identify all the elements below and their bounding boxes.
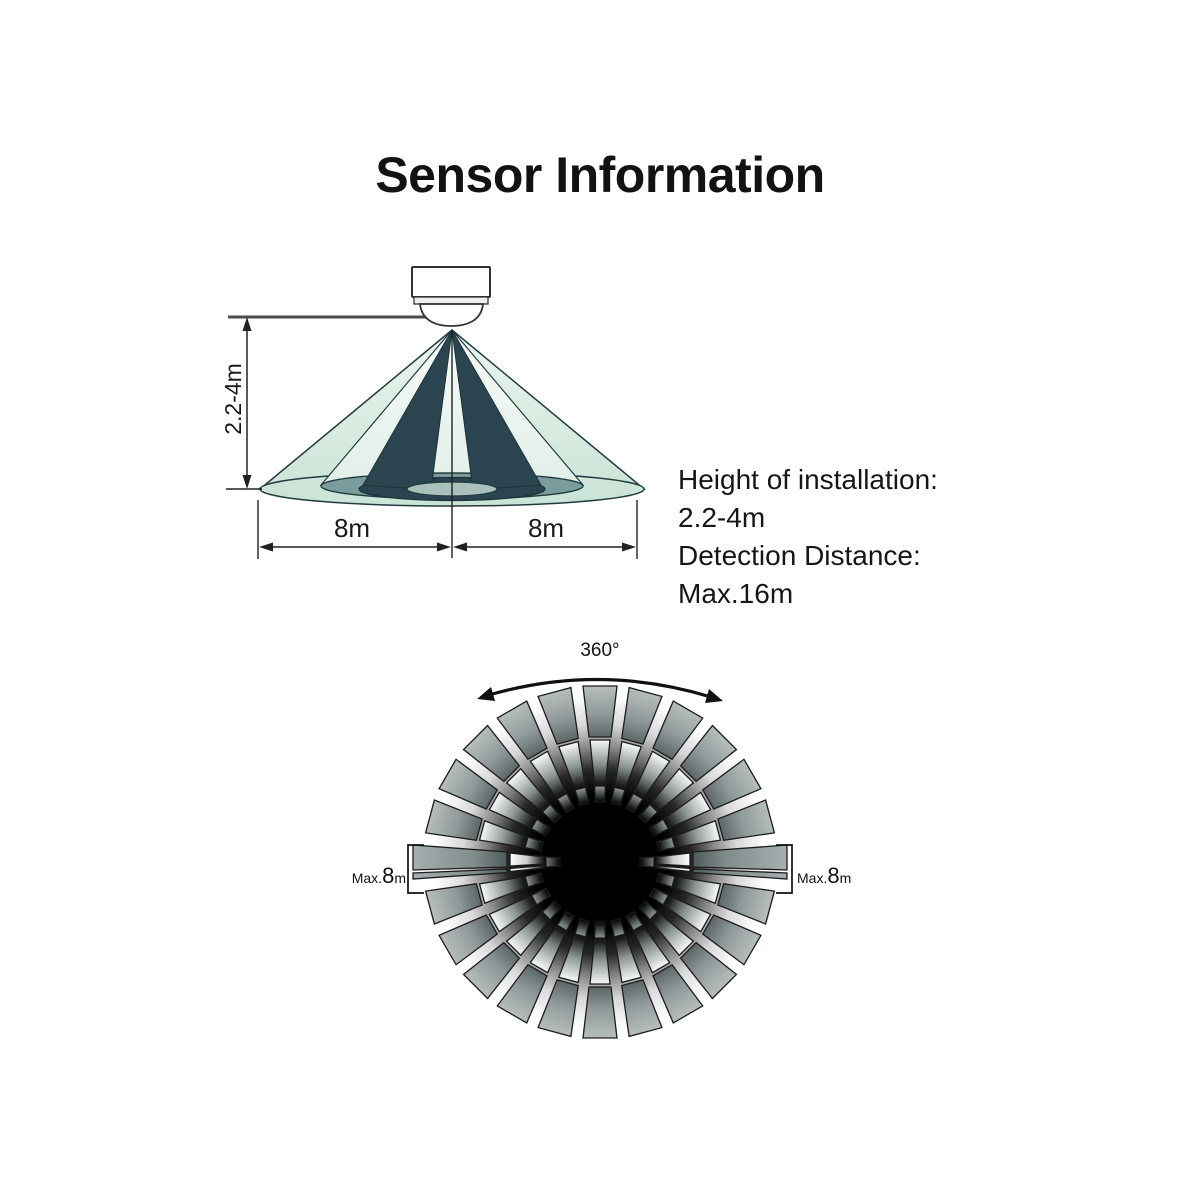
max-value: 8: [827, 863, 840, 888]
radius-left-label: 8m: [333, 513, 371, 543]
max-range-bracket-right: [776, 844, 793, 894]
max-unit: m: [839, 870, 852, 886]
arrowhead-left: [477, 687, 495, 701]
side-view-diagram: [226, 266, 647, 559]
max-prefix: Max.: [797, 870, 828, 886]
max-value: 8: [382, 863, 395, 888]
radius-right-label: 8m: [527, 513, 565, 543]
page-title: Sensor Information: [375, 147, 825, 203]
spec-text-block: Height of installation: 2.2-4m Detection…: [678, 461, 938, 613]
sensor-body: [411, 266, 491, 298]
rotation-label: 360°: [580, 640, 620, 661]
sensor-trim-band: [413, 296, 489, 305]
arrow-left-out: [259, 542, 273, 552]
arrow-down: [242, 475, 252, 489]
max-unit: m: [394, 870, 406, 886]
radius-dimensions: [257, 500, 638, 559]
installation-height-label: 2.2-4m: [219, 363, 246, 435]
max-prefix: Max.: [351, 870, 383, 886]
sensor-device: [411, 266, 491, 327]
arrow-up: [242, 317, 252, 331]
dark-beam-right: [451, 329, 542, 491]
spec-line-distance-value: Max.16m: [678, 578, 794, 609]
spec-line-height-value: 2.2-4m: [678, 502, 766, 533]
detection-cone: [257, 329, 647, 558]
arrowhead-right: [705, 689, 723, 703]
rotation-sweep-arrow: [477, 677, 723, 703]
max-range-bracket-left: [407, 844, 424, 894]
dark-beam-left: [362, 329, 453, 491]
spec-line-distance-title: Detection Distance:: [678, 540, 921, 571]
sensor-dome-lens: [418, 303, 485, 327]
arrow-left-in: [437, 542, 451, 552]
arrow-right-in: [453, 542, 467, 552]
height-dimension: [226, 317, 262, 490]
spec-line-height-title: Height of installation:: [678, 464, 938, 495]
top-view-diagram: [407, 677, 793, 1039]
arrow-right-out: [622, 542, 636, 552]
